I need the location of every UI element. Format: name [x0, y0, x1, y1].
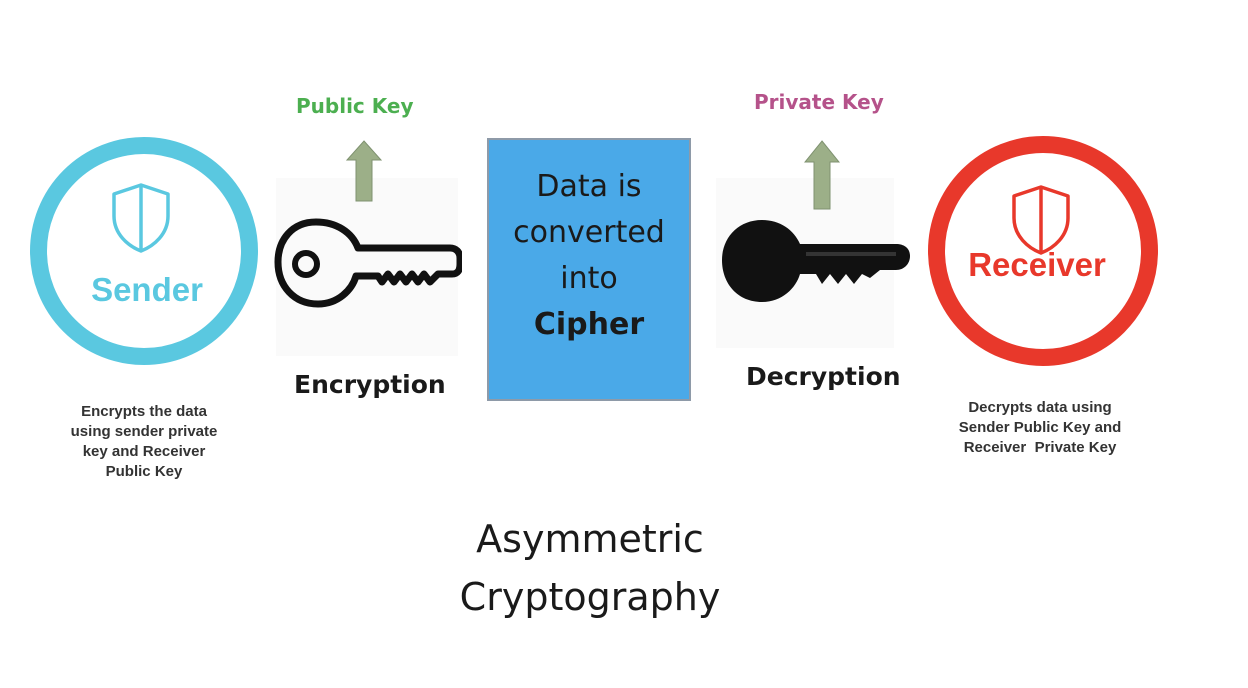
private-key-up-arrow-icon: [804, 140, 840, 210]
encryption-label: Encryption: [294, 370, 446, 399]
outline-key-icon: [274, 218, 462, 308]
sender-caption-line: Encrypts the data: [81, 403, 207, 420]
sender-caption: Encrypts the data using sender private k…: [44, 402, 244, 482]
solid-key-icon: [722, 220, 910, 302]
public-key-title: Public Key: [296, 94, 414, 118]
sender-caption-line: key and Receiver: [82, 443, 206, 460]
sender-caption-line: Public Key: [105, 463, 183, 480]
diagram-title-line: Asymmetric: [476, 517, 704, 561]
public-key-up-arrow-icon: [346, 140, 382, 202]
cipher-box: Data is converted into Cipher: [487, 138, 691, 401]
receiver-label: Receiver: [968, 246, 1106, 283]
cipher-line: converted: [513, 215, 665, 250]
receiver-shield-icon: [1012, 185, 1070, 255]
encryption-key-backdrop: [276, 178, 458, 356]
diagram-title: Asymmetric Cryptography: [390, 510, 790, 626]
cipher-line: into: [560, 261, 618, 296]
sender-caption-line: using sender private: [70, 423, 218, 440]
private-key-title: Private Key: [754, 90, 884, 114]
receiver-caption-line: Sender Public Key and: [958, 419, 1122, 436]
receiver-caption: Decrypts data using Sender Public Key an…: [935, 398, 1145, 458]
diagram-title-line: Cryptography: [459, 575, 721, 619]
sender-label: Sender: [91, 271, 203, 308]
decryption-label: Decryption: [746, 362, 901, 391]
receiver-caption-line: Receiver Private Key: [963, 439, 1117, 456]
cipher-line-emphasis: Cipher: [533, 307, 645, 342]
sender-shield-icon: [112, 183, 170, 253]
receiver-caption-line: Decrypts data using: [968, 399, 1112, 416]
cipher-line: Data is: [536, 169, 642, 204]
